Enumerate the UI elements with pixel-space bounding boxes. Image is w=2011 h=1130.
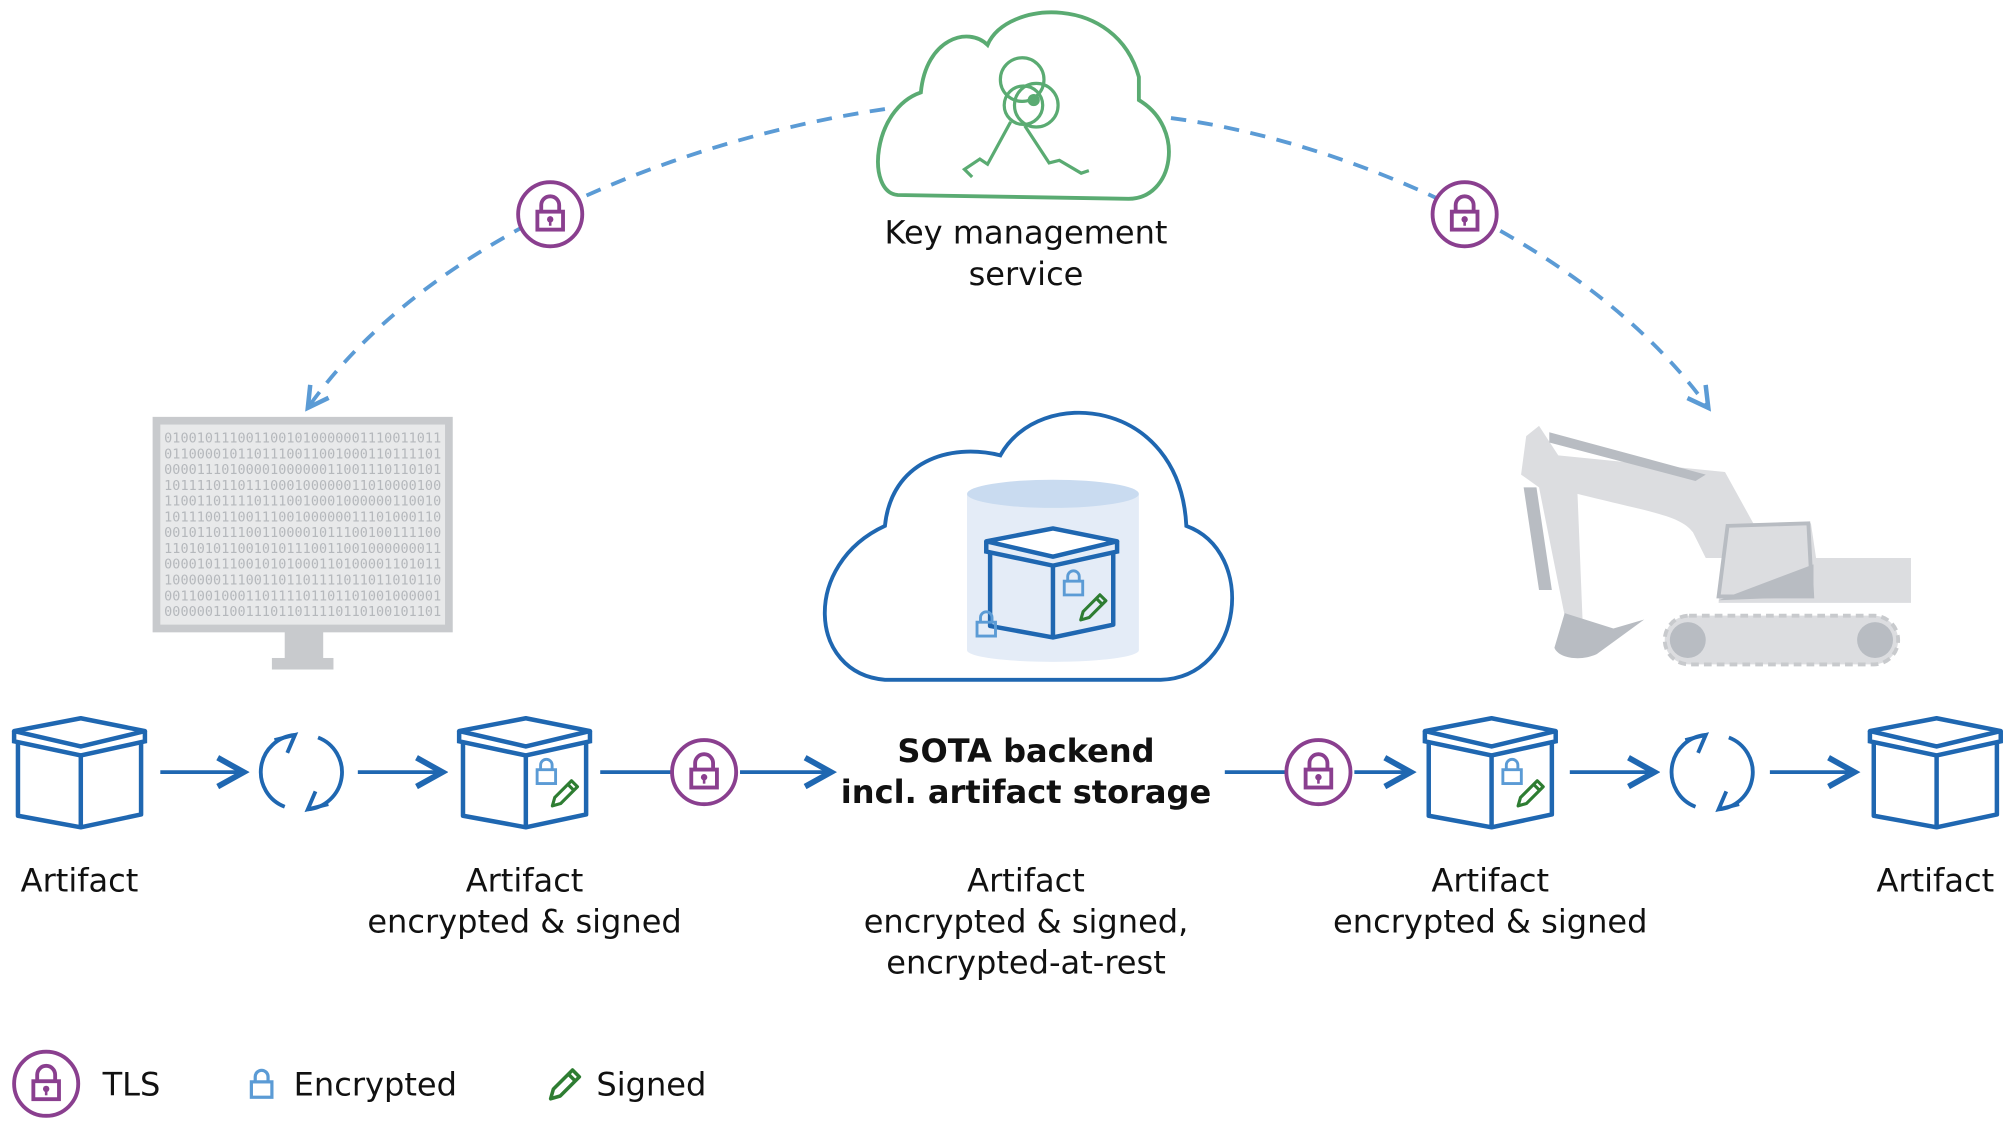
padlock-icon: [1501, 757, 1523, 785]
storage-cloud-icon: [822, 411, 1234, 682]
tls-lock-circle-icon: [1430, 180, 1499, 249]
legend-signed-label: Signed: [596, 1065, 706, 1103]
binary-line: 1100110111101110010001000000110010: [164, 495, 441, 510]
tls-lock-circle-icon: [516, 180, 585, 249]
monitor-binary-text: 0100101110011001010000001110011011011000…: [164, 432, 441, 621]
pencil-icon: [548, 1068, 582, 1101]
binary-line: 1011110110111000100000011010000100: [164, 479, 441, 494]
artifact-box-icon: [1870, 718, 2001, 827]
binary-line: 0000101110010101000110100001101011: [164, 558, 441, 573]
encrypted-artifact-label-right-line1: Artifact: [1431, 861, 1549, 899]
binary-line: 0010110111001100001011100100111100: [164, 526, 441, 541]
artifact-box-icon: [1425, 718, 1556, 827]
padlock-icon: [535, 757, 558, 785]
encrypt-sign-cycle-icon: [258, 733, 344, 812]
binary-line: 0011001000110111101101101001000001: [164, 589, 441, 604]
storage-label-line1: Artifact: [967, 861, 1085, 899]
legend: TLS Encrypted Signed: [12, 1049, 706, 1118]
binary-line: 1011100110011100100000011101000110: [164, 510, 441, 525]
artifact-box-icon: [14, 718, 145, 827]
binary-line: 1000000111001101101111011011010110: [164, 573, 441, 588]
encrypted-artifact-label-left-line1: Artifact: [466, 861, 584, 899]
tls-lock-circle-icon: [670, 738, 739, 807]
kms-label-line1: Key management: [885, 214, 1168, 252]
binary-line: 1101010110010101110011001000000011: [164, 542, 441, 557]
legend-tls-label: TLS: [102, 1065, 161, 1103]
encrypted-artifact-label-left-line2: encrypted & signed: [367, 902, 681, 940]
artifact-label-right: Artifact: [1876, 861, 1994, 899]
backend-label-line2: incl. artifact storage: [841, 773, 1211, 811]
artifact-box-icon: [459, 718, 590, 827]
storage-label-line3: encrypted-at-rest: [886, 943, 1166, 981]
artifact-label-left: Artifact: [21, 861, 139, 899]
key-exchange-arc-left: [308, 107, 886, 408]
binary-line: 0110000101101110011001000110111101: [164, 447, 441, 462]
binary-line: 0100101110011001010000001110011011: [164, 432, 441, 447]
binary-line: 0000111010000100000011001110110101: [164, 463, 441, 478]
legend-encrypted-label: Encrypted: [294, 1065, 457, 1103]
key-management-cloud-icon: [876, 10, 1171, 201]
tls-lock-circle-icon: [12, 1049, 81, 1118]
key-exchange-arc-right: [1170, 116, 1708, 408]
decrypt-verify-cycle-icon: [1669, 733, 1755, 812]
excavator-icon: [1521, 425, 1911, 667]
storage-label-line2: encrypted & signed,: [864, 902, 1189, 940]
padlock-icon: [249, 1068, 274, 1099]
kms-label-line2: service: [969, 255, 1084, 293]
keys-icon: [961, 56, 1090, 179]
binary-line: 0000001100111011011110110100101101: [164, 605, 441, 620]
backend-label-line1: SOTA backend: [897, 732, 1154, 770]
encrypted-artifact-label-right-line2: encrypted & signed: [1333, 902, 1647, 940]
monitor-icon: 0100101110011001010000001110011011011000…: [152, 416, 453, 670]
tls-lock-circle-icon: [1284, 738, 1353, 807]
